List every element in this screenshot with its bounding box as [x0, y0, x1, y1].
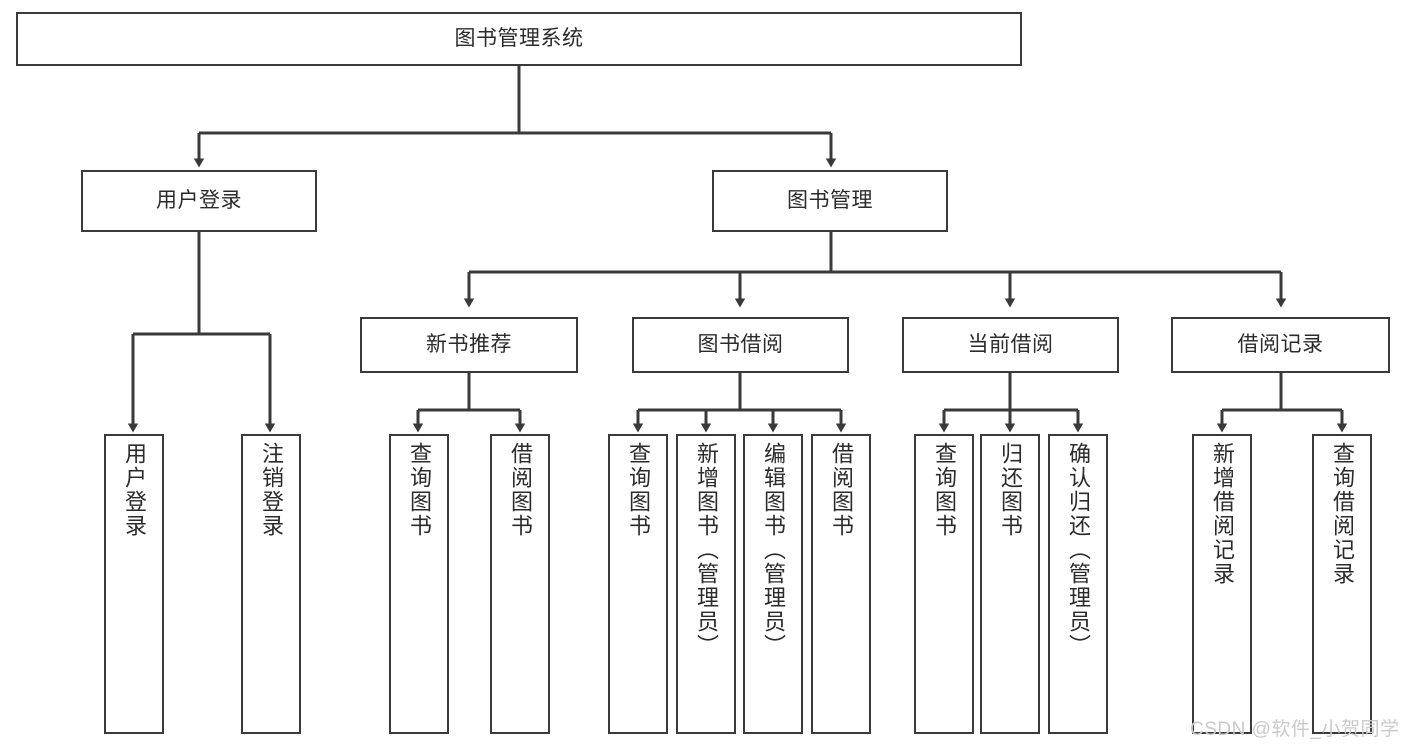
leaf-user-login-logout[interactable]: 注销登录	[241, 434, 301, 734]
node-current-borrow-label: 当前借阅	[967, 332, 1054, 356]
leaf-book-borrow-borrow-label: 借阅图书	[829, 442, 854, 538]
leaf-current-borrow-query[interactable]: 查询图书	[914, 434, 974, 734]
leaf-new-book-query-label: 查询图书	[407, 442, 432, 538]
node-root-label: 图书管理系统	[454, 26, 584, 50]
node-new-book-recommend-label: 新书推荐	[426, 332, 512, 356]
leaf-borrow-record-add[interactable]: 新增借阅记录	[1192, 434, 1252, 734]
node-book-borrow[interactable]: 图书借阅	[632, 317, 849, 373]
leaf-book-borrow-add[interactable]: 新增图书（管理员）	[676, 434, 736, 734]
node-current-borrow[interactable]: 当前借阅	[902, 317, 1119, 373]
leaf-book-borrow-query-label: 查询图书	[626, 442, 651, 538]
leaf-borrow-record-query-label: 查询借阅记录	[1330, 442, 1355, 586]
leaf-book-borrow-query[interactable]: 查询图书	[608, 434, 668, 734]
node-borrow-record-label: 借阅记录	[1237, 332, 1324, 356]
leaf-new-book-query[interactable]: 查询图书	[389, 434, 449, 734]
leaf-book-borrow-borrow[interactable]: 借阅图书	[811, 434, 871, 734]
leaf-current-borrow-query-label: 查询图书	[932, 442, 957, 538]
leaf-borrow-record-add-label: 新增借阅记录	[1210, 442, 1235, 586]
node-user-login[interactable]: 用户登录	[81, 170, 317, 232]
node-book-management[interactable]: 图书管理	[712, 170, 948, 232]
node-book-borrow-label: 图书借阅	[697, 332, 784, 356]
leaf-current-borrow-return-label: 归还图书	[998, 442, 1023, 538]
node-root[interactable]: 图书管理系统	[16, 12, 1022, 66]
leaf-user-login-login-label: 用户登录	[122, 442, 147, 538]
leaf-book-borrow-edit-label: 编辑图书（管理员）	[761, 442, 786, 658]
node-borrow-record[interactable]: 借阅记录	[1171, 317, 1390, 373]
leaf-user-login-login[interactable]: 用户登录	[104, 434, 164, 734]
node-new-book-recommend[interactable]: 新书推荐	[360, 317, 578, 373]
node-user-login-label: 用户登录	[156, 188, 242, 212]
node-book-management-label: 图书管理	[787, 188, 873, 212]
leaf-current-borrow-confirm[interactable]: 确认归还（管理员）	[1048, 434, 1108, 734]
leaf-current-borrow-confirm-label: 确认归还（管理员）	[1066, 442, 1091, 658]
leaf-new-book-borrow-label: 借阅图书	[508, 442, 533, 538]
leaf-book-borrow-add-label: 新增图书（管理员）	[694, 442, 719, 658]
leaf-new-book-borrow[interactable]: 借阅图书	[490, 434, 550, 734]
leaf-book-borrow-edit[interactable]: 编辑图书（管理员）	[743, 434, 803, 734]
leaf-current-borrow-return[interactable]: 归还图书	[980, 434, 1040, 734]
leaf-user-login-logout-label: 注销登录	[259, 442, 284, 538]
leaf-borrow-record-query[interactable]: 查询借阅记录	[1312, 434, 1372, 734]
